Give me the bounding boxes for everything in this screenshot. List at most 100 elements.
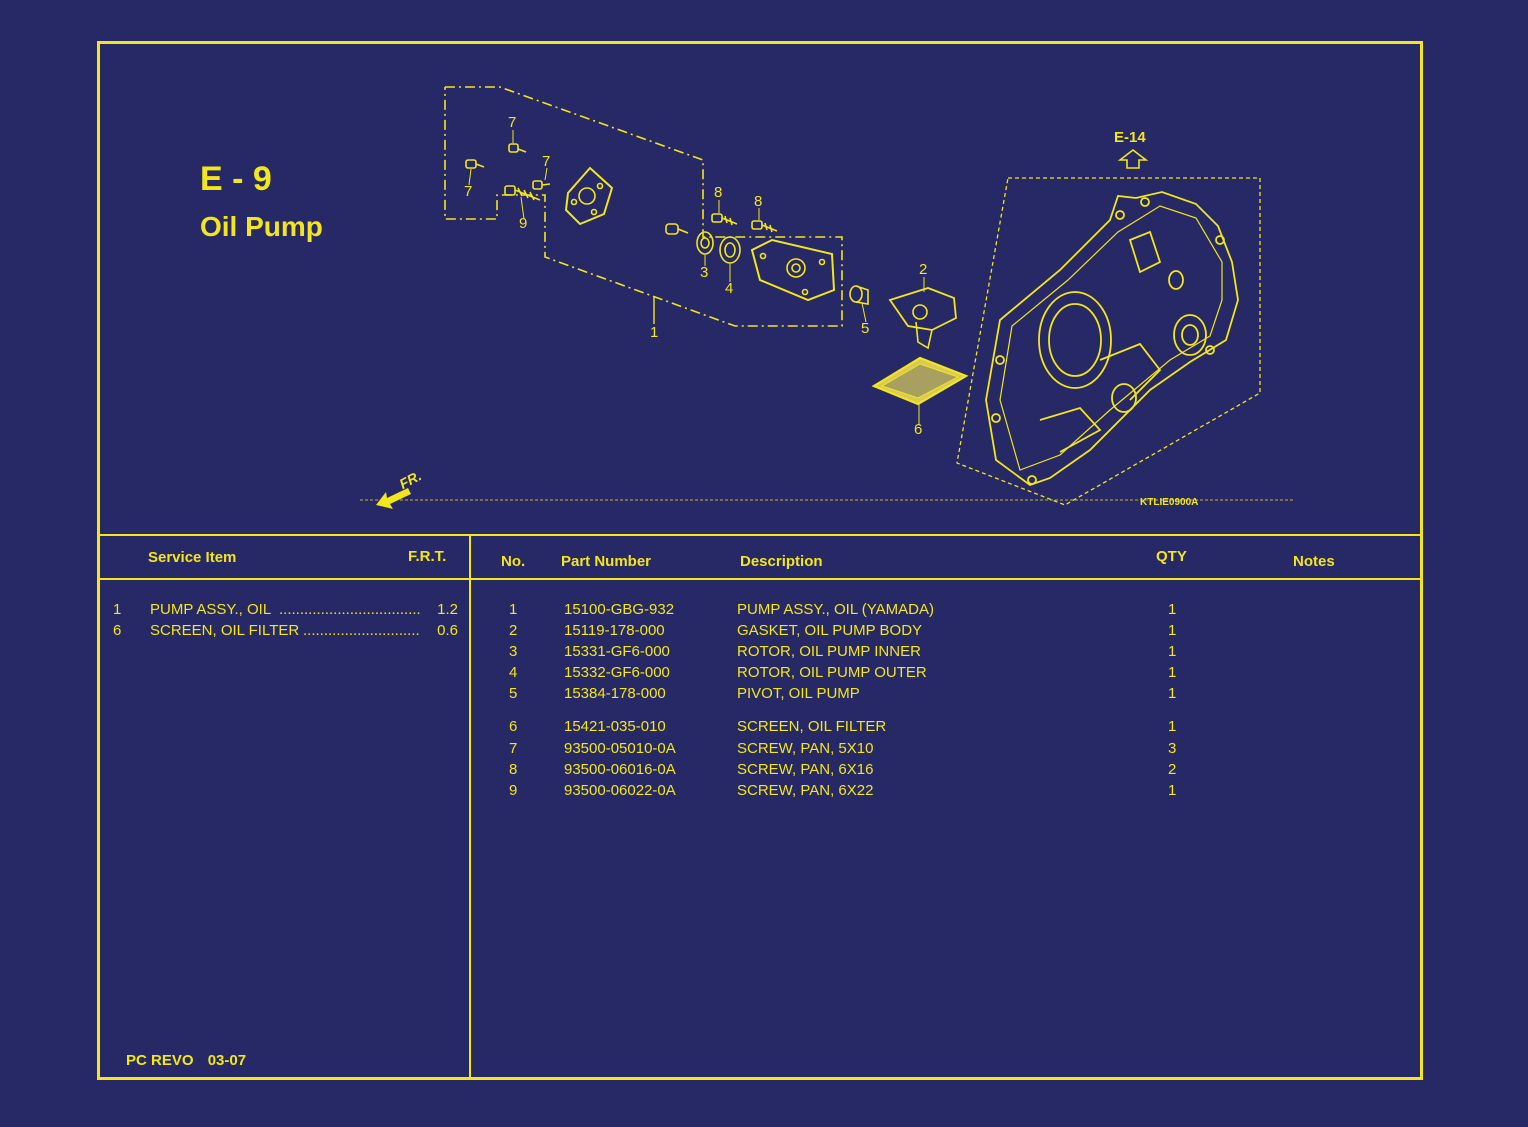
section-title: Oil Pump	[200, 211, 323, 242]
callout-7b: 7	[508, 114, 517, 131]
parts-row-part-number: 93500-06022-0A	[564, 782, 676, 799]
shaft-pin	[665, 223, 689, 235]
service-row-name: PUMP ASSY., OIL	[150, 601, 272, 618]
parts-row: 9 93500-06022-0A SCREW, PAN, 6X22 1	[500, 782, 1200, 802]
front-arrow	[376, 488, 411, 509]
service-row-no: 1	[113, 601, 122, 618]
pivot	[849, 285, 869, 305]
parts-row-no: 5	[509, 685, 518, 702]
page-frame	[97, 41, 1423, 1080]
parts-row-no: 2	[509, 622, 518, 639]
pump-body	[750, 238, 836, 302]
reference-label: E-14	[1114, 129, 1146, 146]
parts-row-part-number: 15100-GBG-932	[564, 601, 675, 618]
oil-filter-screen	[871, 356, 969, 406]
footer-model: PC REVO	[126, 1052, 194, 1069]
inner-rotor	[696, 231, 714, 255]
parts-row-qty: 1	[1168, 622, 1177, 639]
service-row-no: 6	[113, 622, 122, 639]
header-divider	[97, 578, 1423, 580]
parts-row-part-number: 15332-GF6-000	[564, 664, 670, 681]
parts-row-part-number: 15331-GF6-000	[564, 643, 670, 660]
callout-5: 5	[861, 320, 870, 337]
parts-row-qty: 1	[1168, 643, 1177, 660]
parts-row-description: SCREW, PAN, 6X22	[737, 782, 874, 799]
parts-row-no: 1	[509, 601, 518, 618]
parts-row: 2 15119-178-000 GASKET, OIL PUMP BODY 1	[500, 622, 1200, 642]
parts-row-qty: 1	[1168, 664, 1177, 681]
callout-8a: 8	[714, 184, 723, 201]
parts-row-description: GASKET, OIL PUMP BODY	[737, 622, 923, 639]
crankcase-outline	[956, 177, 1261, 506]
footer: PC REVO 03-07	[126, 1052, 246, 1069]
diagram-divider	[97, 534, 1423, 536]
crankcase	[985, 191, 1239, 487]
parts-row-qty: 1	[1168, 718, 1177, 735]
column-divider	[469, 534, 471, 1077]
leader-dots: ........................................…	[303, 622, 421, 639]
parts-row-qty: 1	[1168, 782, 1177, 799]
pump-cover	[564, 166, 614, 226]
parts-row: 5 15384-178-000 PIVOT, OIL PUMP 1	[500, 685, 1200, 705]
drawing-id: KTLIE0900A	[1140, 497, 1199, 508]
parts-row: 1 15100-GBG-932 PUMP ASSY., OIL (YAMADA)…	[500, 601, 1200, 621]
parts-row-description: PIVOT, OIL PUMP	[737, 685, 860, 702]
assembly-bracket	[444, 86, 843, 327]
parts-row-description: SCREEN, OIL FILTER	[737, 718, 887, 735]
footer-page: 03-07	[207, 1052, 247, 1069]
service-row-name: SCREEN, OIL FILTER	[150, 622, 300, 639]
parts-row-no: 3	[509, 643, 518, 660]
callout-9: 9	[519, 215, 528, 232]
parts-row-description: PUMP ASSY., OIL (YAMADA)	[737, 601, 935, 618]
parts-row-part-number: 15421-035-010	[564, 718, 666, 735]
callout-3: 3	[700, 264, 709, 281]
service-row-frt: 1.2	[437, 601, 458, 618]
screw-7a	[465, 159, 485, 169]
parts-row: 4 15332-GF6-000 ROTOR, OIL PUMP OUTER 1	[500, 664, 1200, 684]
parts-row-no: 7	[509, 740, 518, 757]
parts-row-qty: 2	[1168, 761, 1177, 778]
callout-8b: 8	[754, 193, 763, 210]
leader-dots: ........................................…	[279, 601, 421, 618]
parts-row-qty: 3	[1168, 740, 1177, 757]
parts-row-qty: 1	[1168, 601, 1177, 618]
screw-9	[504, 185, 541, 201]
parts-row-description: ROTOR, OIL PUMP INNER	[737, 643, 921, 660]
parts-row: 7 93500-05010-0A SCREW, PAN, 5X10 3	[500, 740, 1200, 760]
frt-header: F.R.T.	[408, 548, 447, 565]
screw-8a	[711, 213, 738, 226]
callout-7c: 7	[542, 153, 551, 170]
callout-4: 4	[725, 280, 734, 297]
parts-row-no: 6	[509, 718, 518, 735]
parts-row-no: 4	[509, 664, 518, 681]
parts-row: 8 93500-06016-0A SCREW, PAN, 6X16 2	[500, 761, 1200, 781]
screw-7b	[508, 143, 527, 153]
parts-row-part-number: 93500-06016-0A	[564, 761, 676, 778]
parts-row-description: SCREW, PAN, 5X10	[737, 740, 874, 757]
no-header: No.	[501, 553, 526, 570]
service-row-frt: 0.6	[437, 622, 458, 639]
parts-row-no: 8	[509, 761, 518, 778]
oil-pump-exploded-diagram	[360, 86, 1295, 509]
parts-row-no: 9	[509, 782, 518, 799]
description-header: Description	[740, 553, 823, 570]
service-item-header: Service Item	[148, 549, 237, 566]
callout-6: 6	[914, 421, 923, 438]
outer-rotor	[719, 236, 741, 264]
screw-7c	[532, 180, 551, 190]
parts-row-part-number: 93500-05010-0A	[564, 740, 676, 757]
screw-8b	[751, 220, 778, 233]
qty-header: QTY	[1156, 548, 1187, 565]
callout-1: 1	[650, 324, 659, 341]
parts-row: 6 15421-035-010 SCREEN, OIL FILTER 1	[500, 718, 1200, 738]
part-number-header: Part Number	[561, 553, 652, 570]
service-row: 6 SCREEN, OIL FILTER ...................…	[113, 622, 458, 642]
reference-arrow	[1117, 148, 1149, 169]
gasket	[888, 287, 957, 350]
parts-row: 3 15331-GF6-000 ROTOR, OIL PUMP INNER 1	[500, 643, 1200, 663]
callout-2: 2	[919, 261, 928, 278]
parts-row-part-number: 15119-178-000	[564, 622, 665, 639]
parts-row-qty: 1	[1168, 685, 1177, 702]
callout-7a: 7	[464, 183, 473, 200]
notes-header: Notes	[1293, 553, 1335, 570]
